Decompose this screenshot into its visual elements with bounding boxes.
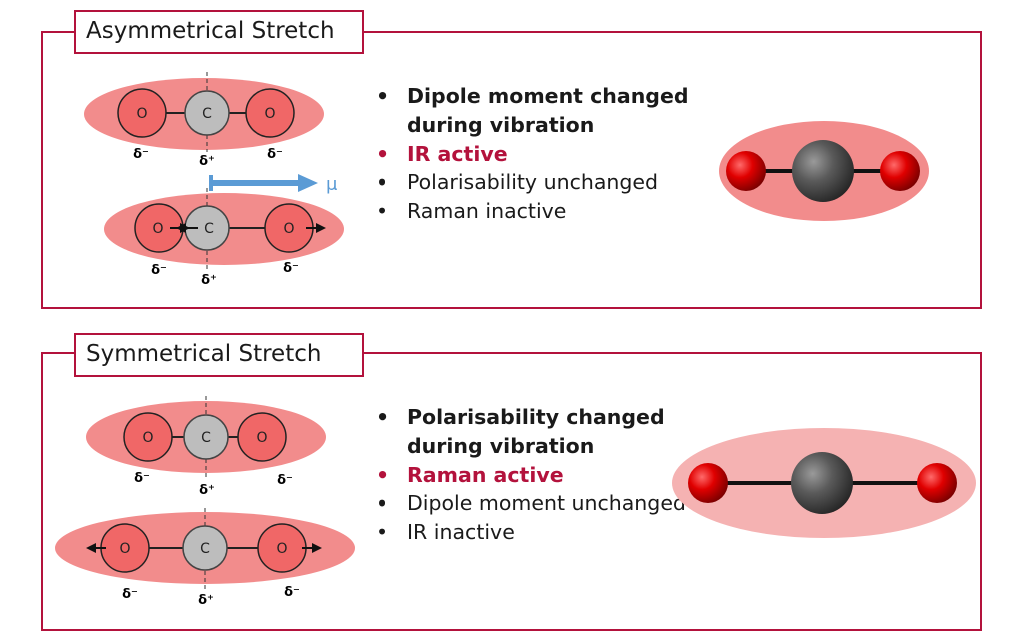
carbon-atom — [184, 90, 230, 136]
carbon-label: C — [202, 106, 212, 122]
oxygen-label: O — [119, 541, 130, 557]
partial-charge-negative: δ⁻ — [134, 471, 150, 486]
bullet-text: Polarisability changed — [407, 405, 665, 429]
bullet-text: Polarisability unchanged — [407, 170, 659, 194]
bullet-text: Raman active — [407, 463, 564, 487]
partial-charge-negative: δ⁻ — [283, 261, 299, 276]
bullet-text: Dipole moment changed — [407, 84, 689, 108]
partial-charge-negative: δ⁻ — [267, 147, 283, 162]
asymmetric-bullet-raman-inactive: Raman inactive — [373, 197, 689, 226]
asymmetric-stretch-title: Asymmetrical Stretch — [74, 10, 364, 54]
oxygen-ball-right — [880, 151, 920, 191]
bullet-text: Raman inactive — [407, 199, 567, 223]
asym-molecule-stretched: O C O δ⁻ δ⁺ δ⁻ — [104, 188, 344, 288]
partial-charge-negative: δ⁻ — [284, 585, 300, 600]
oxygen-label: O — [276, 541, 287, 557]
bullet-text: Dipole moment unchanged — [407, 491, 686, 515]
asym-3d-co2-model — [719, 121, 929, 221]
carbon-atom — [183, 414, 229, 460]
oxygen-ball-right — [917, 463, 957, 503]
oxygen-atom-left — [117, 88, 167, 138]
symmetric-bullet-dipole-unchanged: Dipole moment unchanged — [373, 489, 686, 518]
sym-molecule-stretched: O C O δ⁻ δ⁺ δ⁻ — [55, 508, 355, 608]
oxygen-label: O — [136, 106, 147, 122]
sym-3d-co2-model — [672, 428, 976, 538]
partial-charge-positive: δ⁺ — [199, 154, 215, 169]
carbon-label: C — [204, 221, 214, 237]
oxygen-atom-right — [245, 88, 295, 138]
carbon-ball — [792, 140, 854, 202]
carbon-atom — [182, 525, 228, 571]
asym-molecule-equilibrium: O C O δ⁻ δ⁺ δ⁻ — [84, 72, 324, 169]
asymmetric-bullet-polarisability-unchanged: Polarisability unchanged — [373, 168, 689, 197]
dipole-label: μ — [326, 174, 338, 195]
oxygen-label: O — [142, 430, 153, 446]
symmetric-bullet-list: Polarisability changed during vibration … — [373, 403, 686, 547]
bullet-text: IR inactive — [407, 520, 515, 544]
dipole-moment-arrow: μ — [209, 174, 338, 195]
oxygen-label: O — [264, 106, 275, 122]
bullet-text-line2: during vibration — [407, 113, 595, 137]
oxygen-atom-right — [237, 412, 287, 462]
oxygen-ball-left — [688, 463, 728, 503]
carbon-label: C — [200, 541, 210, 557]
asymmetric-bullet-list: Dipole moment changed during vibration I… — [373, 82, 689, 226]
bullet-text: IR active — [407, 142, 508, 166]
dipole-arrow-head — [298, 174, 318, 192]
symmetric-stretch-title: Symmetrical Stretch — [74, 333, 364, 377]
partial-charge-negative: δ⁻ — [133, 147, 149, 162]
partial-charge-positive: δ⁺ — [199, 483, 215, 498]
partial-charge-negative: δ⁻ — [151, 263, 167, 278]
symmetric-bullet-polarisability-changed: Polarisability changed during vibration — [373, 403, 686, 461]
partial-charge-negative: δ⁻ — [277, 473, 293, 488]
symmetric-bullet-raman-active: Raman active — [373, 461, 686, 490]
asymmetric-bullet-dipole-changed: Dipole moment changed during vibration — [373, 82, 689, 140]
oxygen-label: O — [256, 430, 267, 446]
oxygen-ball-left — [726, 151, 766, 191]
partial-charge-negative: δ⁻ — [122, 587, 138, 602]
sym-molecule-equilibrium: O C O δ⁻ δ⁺ δ⁻ — [86, 396, 326, 498]
asymmetric-bullet-ir-active: IR active — [373, 140, 689, 169]
oxygen-label: O — [152, 221, 163, 237]
carbon-label: C — [201, 430, 211, 446]
oxygen-atom-left — [123, 412, 173, 462]
partial-charge-positive: δ⁺ — [198, 593, 214, 608]
partial-charge-positive: δ⁺ — [201, 273, 217, 288]
symmetric-bullet-ir-inactive: IR inactive — [373, 518, 686, 547]
oxygen-label: O — [283, 221, 294, 237]
carbon-ball — [791, 452, 853, 514]
bullet-text-line2: during vibration — [407, 434, 595, 458]
